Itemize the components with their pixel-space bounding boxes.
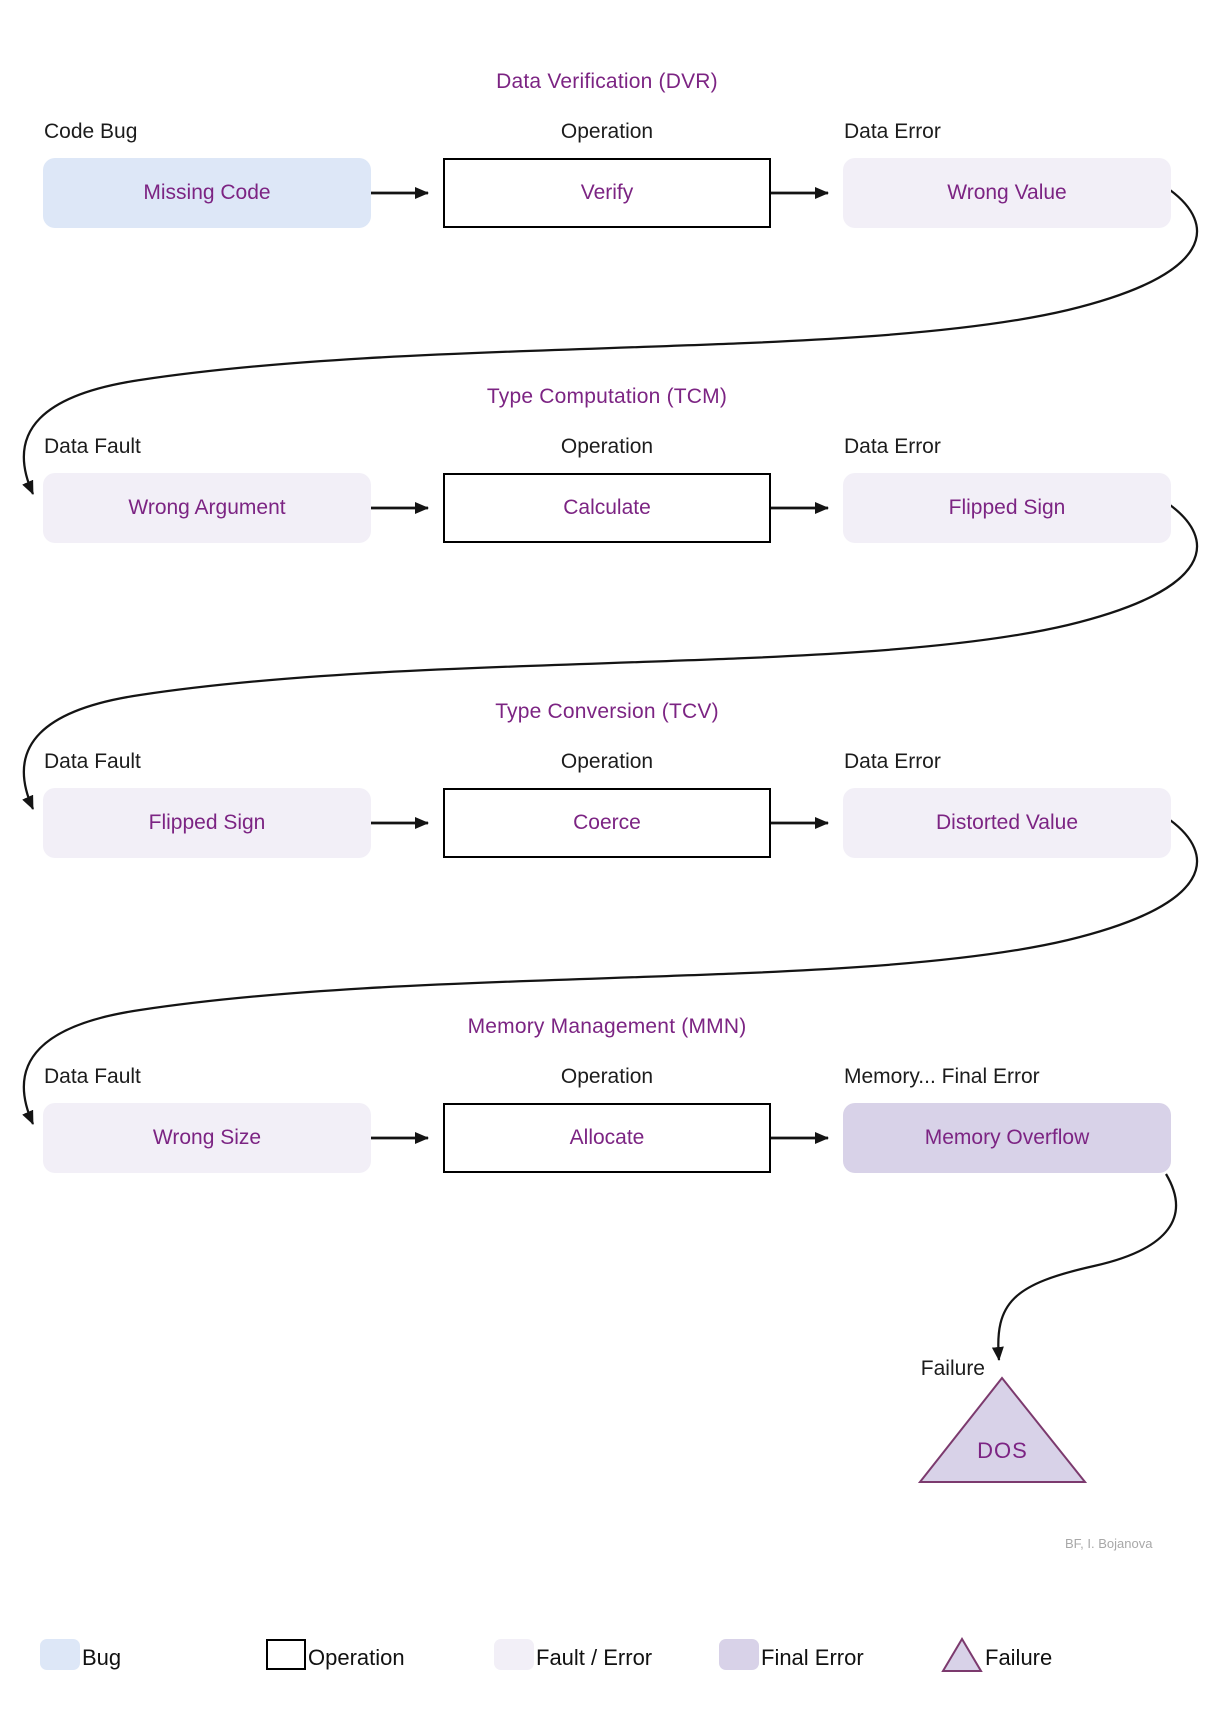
legend-label: Final Error xyxy=(761,1645,864,1670)
dos-label: DOS xyxy=(977,1438,1028,1463)
data-fault-box: Wrong Argument xyxy=(43,473,371,543)
bug-box: Missing Code xyxy=(43,158,371,228)
legend-item-bug: Bug xyxy=(40,1632,121,1676)
operation-box: Allocate xyxy=(443,1103,771,1173)
connector-dvr-to-tcm xyxy=(22,189,1199,495)
legend-label: Operation xyxy=(308,1645,405,1670)
operation-box: Coerce xyxy=(443,788,771,858)
failure-triangle xyxy=(917,1376,1088,1483)
legend-label: Failure xyxy=(985,1645,1053,1670)
section-title: Data Verification (DVR) xyxy=(496,70,718,93)
legend-item-final-error: Final Error xyxy=(719,1632,864,1676)
connector-tcv-to-mmn xyxy=(22,819,1199,1125)
bug-swatch-icon xyxy=(40,1638,80,1670)
data-fault-box: Wrong Size xyxy=(43,1103,371,1173)
col-label-data-error: Data Error xyxy=(844,120,941,143)
operation-box: Verify xyxy=(443,158,771,228)
section-title: Type Computation (TCM) xyxy=(486,385,728,408)
attribution: BF, I. Bojanova xyxy=(1065,1536,1153,1551)
final-error-box: Memory Overflow xyxy=(843,1103,1171,1173)
legend-item-operation: Operation xyxy=(266,1632,405,1676)
failure-label: Failure xyxy=(920,1357,985,1380)
data-fault-box: Flipped Sign xyxy=(43,788,371,858)
col-label-data-error: Data Error xyxy=(844,750,941,773)
col-label-operation: Operation xyxy=(560,750,654,773)
legend-label: Fault / Error xyxy=(536,1645,653,1670)
col-label-data-fault: Data Fault xyxy=(44,1065,141,1088)
col-label-data-fault: Data Fault xyxy=(44,435,141,458)
connector-tcm-to-tcv xyxy=(22,504,1199,810)
legend-label: Bug xyxy=(82,1645,122,1670)
section-title: Type Conversion (TCV) xyxy=(495,700,719,723)
col-label-data-error: Data Error xyxy=(844,435,941,458)
section-title: Memory Management (MMN) xyxy=(467,1015,747,1038)
operation-swatch-icon xyxy=(266,1638,306,1670)
operation-box: Calculate xyxy=(443,473,771,543)
col-label-final-error: Memory... Final Error xyxy=(844,1065,1040,1088)
legend-item-fault-error: Fault / Error xyxy=(494,1632,652,1676)
legend-item-failure: Failure xyxy=(941,1632,1052,1676)
fault-swatch-icon xyxy=(494,1638,534,1670)
connector-mmn-to-failure xyxy=(991,1173,1177,1361)
col-label-operation: Operation xyxy=(560,435,654,458)
col-label-operation: Operation xyxy=(560,1065,654,1088)
final-error-swatch-icon xyxy=(719,1638,759,1670)
data-error-box: Wrong Value xyxy=(843,158,1171,228)
data-error-box: Flipped Sign xyxy=(843,473,1171,543)
col-label-code-bug: Code Bug xyxy=(44,120,138,143)
col-label-data-fault: Data Fault xyxy=(44,750,141,773)
data-error-box: Distorted Value xyxy=(843,788,1171,858)
col-label-operation: Operation xyxy=(560,120,654,143)
failure-triangle-icon xyxy=(941,1636,983,1672)
